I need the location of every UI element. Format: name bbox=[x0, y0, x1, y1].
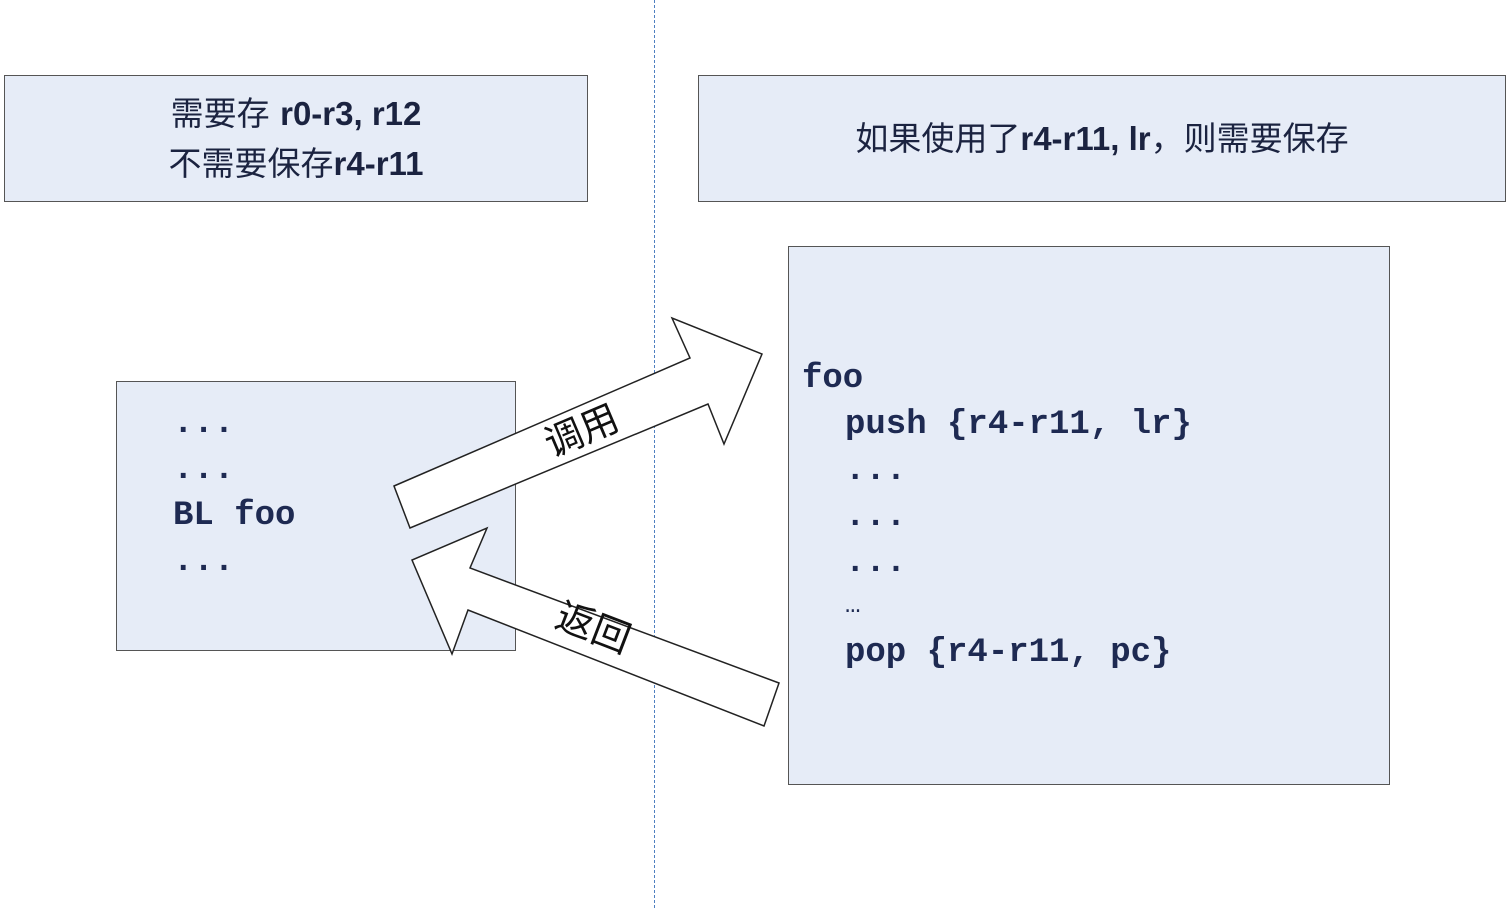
callee-note-line: 如果使用了r4-r11, lr，则需要保存 bbox=[855, 114, 1348, 164]
caller-note-line-2-prefix: 不需要保存 bbox=[168, 143, 334, 183]
caller-note-line-1: 需要存 r0-r3, r12 bbox=[171, 89, 422, 139]
call-arrow bbox=[393, 316, 763, 529]
caller-code-line-1: ... bbox=[173, 405, 235, 443]
callee-note-regs: r4-r11, lr bbox=[1020, 119, 1151, 157]
callee-code-push: push {r4-r11, lr} bbox=[845, 406, 1192, 444]
callee-note-box: 如果使用了r4-r11, lr，则需要保存 bbox=[698, 75, 1506, 202]
return-arrow bbox=[411, 526, 780, 727]
caller-note-line-2: 不需要保存r4-r11 bbox=[169, 139, 424, 189]
caller-note-line-1-prefix: 需要存 bbox=[170, 93, 281, 133]
caller-note-line-2-regs: r4-r11 bbox=[333, 144, 424, 182]
callee-code-pop: pop {r4-r11, pc} bbox=[845, 634, 1172, 672]
callee-code-label: foo bbox=[802, 360, 864, 398]
caller-note-line-1-regs: r0-r3, r12 bbox=[280, 94, 422, 132]
caller-note-box: 需要存 r0-r3, r12 不需要保存r4-r11 bbox=[4, 75, 588, 202]
callee-code-ellipsis: … bbox=[845, 590, 861, 620]
caller-code-line-3: BL foo bbox=[173, 497, 296, 535]
callee-note-prefix: 如果使用了 bbox=[855, 118, 1021, 158]
caller-code-line-2: ... bbox=[173, 451, 235, 489]
callee-code-dots-3: ... bbox=[845, 544, 907, 582]
callee-code-dots-1: ... bbox=[845, 452, 907, 490]
callee-note-suffix: ，则需要保存 bbox=[1150, 118, 1349, 158]
callee-code-box bbox=[788, 246, 1390, 785]
callee-code-dots-2: ... bbox=[845, 498, 907, 536]
dashed-divider bbox=[654, 0, 655, 908]
caller-code-line-4: ... bbox=[173, 543, 235, 581]
